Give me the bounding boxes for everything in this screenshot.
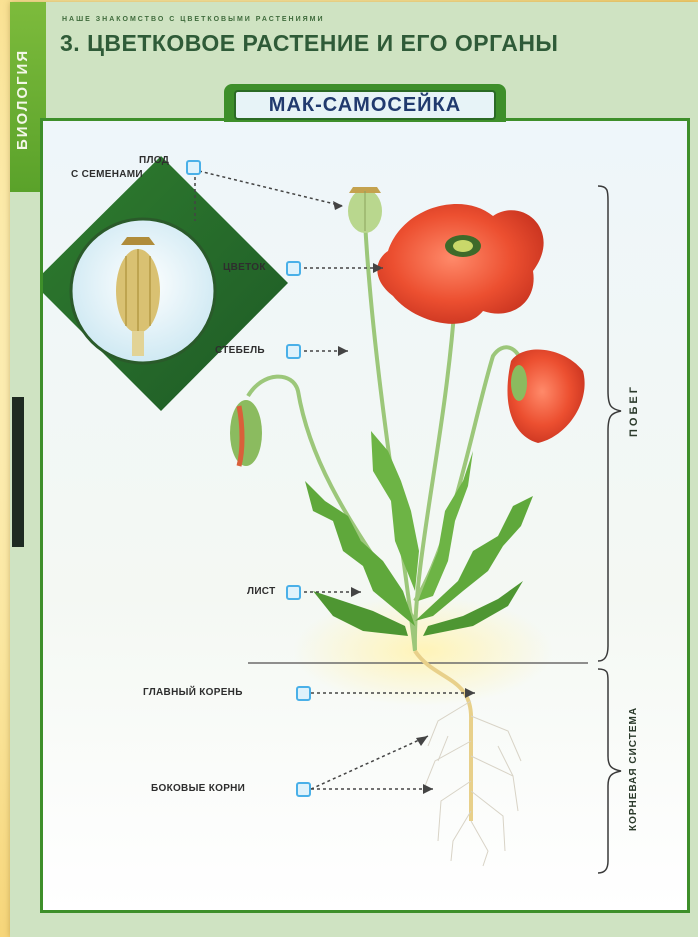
label-fruit-seeds: С СЕМЕНАМИ xyxy=(71,169,143,180)
side-poppy-flower xyxy=(507,350,584,443)
group-label-root-system: КОРНЕВАЯ СИСТЕМА xyxy=(628,669,639,869)
label-stem: СТЕБЕЛЬ xyxy=(215,345,265,356)
group-braces xyxy=(598,186,621,873)
group-label-shoot: ПОБЕГ xyxy=(628,351,640,471)
poppy-flower xyxy=(377,204,543,324)
label-flower: ЦВЕТОК xyxy=(223,262,266,273)
fruit-inset xyxy=(43,156,288,411)
poster: БИОЛОГИЯ Наше знакомство с цветковыми ра… xyxy=(10,2,698,937)
subject-label: БИОЛОГИЯ xyxy=(14,14,42,184)
diagram-frame: ПЛОД С СЕМЕНАМИ ЦВЕТОК СТЕБЕЛЬ ЛИСТ ГЛАВ… xyxy=(40,118,690,913)
seed-capsule xyxy=(348,187,382,233)
title-plate: МАК-САМОСЕЙКА xyxy=(224,84,506,122)
poppy-bud xyxy=(230,400,262,466)
label-fruit: ПЛОД xyxy=(139,155,169,166)
page-title: 3. ЦВЕТКОВОЕ РАСТЕНИЕ И ЕГО ОРГАНЫ xyxy=(60,30,558,57)
label-leaf: ЛИСТ xyxy=(247,586,276,597)
label-side-roots: БОКОВЫЕ КОРНИ xyxy=(151,783,245,794)
plant-diagram xyxy=(43,121,687,910)
plant-name: МАК-САМОСЕЙКА xyxy=(234,90,496,120)
label-main-root: ГЛАВНЫЙ КОРЕНЬ xyxy=(143,687,243,698)
side-marker xyxy=(12,397,24,547)
section-subheading: Наше знакомство с цветковыми растениями xyxy=(62,16,325,23)
